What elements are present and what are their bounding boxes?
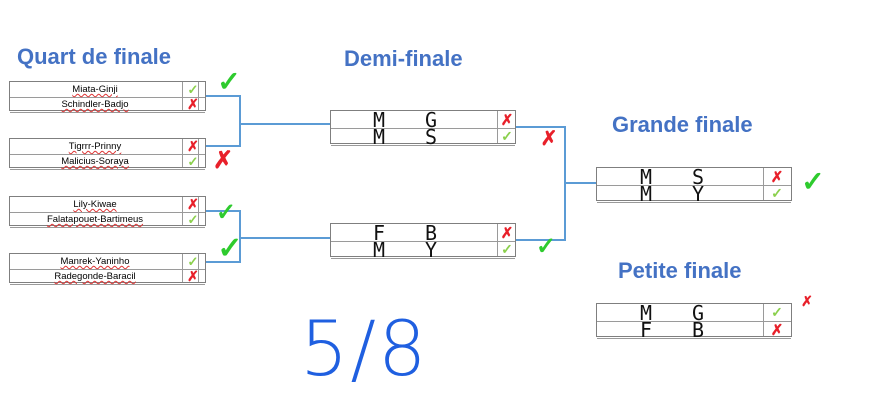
quarterfinal-heading: Quart de finale	[17, 44, 172, 69]
correct-check-icon: ✓	[535, 232, 557, 260]
team-initials: F B	[372, 220, 452, 245]
match-slot: M S	[331, 124, 515, 149]
match-slot: F B	[597, 317, 791, 342]
cross-mark-icon: ✗	[770, 168, 784, 186]
mark-column-inner	[198, 254, 207, 282]
cross-mark-icon: ✗	[187, 138, 199, 154]
wrong-cross-icon: ✗	[801, 292, 813, 309]
check-mark-icon: ✓	[187, 211, 199, 227]
correct-check-icon: ✓	[217, 231, 243, 265]
check-mark-icon: ✓	[501, 241, 513, 257]
team-name: Falatapouet-Bartimeus	[46, 214, 144, 225]
match-slot: F B	[331, 220, 515, 245]
match-slot: Manrek-Yaninho	[10, 254, 205, 270]
team-initials: M Y	[639, 181, 719, 206]
semifinal-match-2: F B M Y ✗ ✓	[330, 220, 516, 262]
team-name: Radegonde-Baracil	[54, 271, 136, 282]
match-slot: Malicius-Soraya	[10, 154, 205, 170]
semifinal-heading: Demi-finale	[344, 46, 463, 71]
match-slot: M G	[597, 300, 791, 325]
connector-qf-3-4	[206, 210, 330, 263]
mark-column	[763, 304, 782, 336]
team-name: Tigrrr-Prinny	[68, 141, 122, 152]
team-initials: M Y	[372, 237, 452, 262]
correct-check-icon: ✓	[215, 198, 237, 226]
third-place-match: M G F B ✓ ✗	[596, 300, 792, 342]
final-heading: Grande finale	[612, 112, 753, 137]
mark-column	[497, 224, 516, 256]
semifinal-match-1: M G M S ✗ ✓	[330, 107, 516, 149]
mark-column	[182, 254, 201, 282]
mark-column-inner	[198, 139, 207, 167]
correct-check-icon: ✓	[801, 165, 825, 197]
check-mark-icon: ✓	[771, 304, 783, 320]
match-slot: M G	[331, 107, 515, 132]
score-annotation: 5/8	[300, 304, 429, 393]
mark-column-inner	[198, 197, 207, 225]
mark-column	[182, 197, 201, 225]
match-slot: M S	[597, 164, 791, 189]
check-mark-icon: ✓	[501, 128, 513, 144]
team-initials: M G	[639, 300, 719, 325]
check-mark-icon: ✓	[771, 185, 783, 201]
team-name: Miata-Ginji	[72, 84, 118, 95]
cross-mark-icon: ✗	[500, 224, 514, 242]
match-slot: Miata-Ginji	[10, 82, 205, 98]
team-name: Malicius-Soraya	[61, 156, 129, 167]
third-place-heading: Petite finale	[618, 258, 742, 283]
correct-check-icon: ✓	[217, 65, 241, 97]
team-initials: F B	[639, 317, 719, 342]
connector-qf-1-2	[206, 95, 330, 147]
team-name: Manrek-Yaninho	[60, 256, 130, 267]
wrong-cross-icon: ✗	[540, 127, 558, 150]
match-slot: Tigrrr-Prinny	[10, 139, 205, 155]
cross-mark-icon: ✗	[187, 196, 199, 212]
mark-column	[497, 111, 516, 143]
check-mark-icon: ✓	[187, 153, 199, 169]
quarterfinal-match-1: Miata-Ginji Schindler-Badjo ✓ ✗	[9, 81, 207, 113]
wrong-cross-icon: ✗	[212, 146, 234, 174]
quarterfinal-match-4: Manrek-Yaninho Radegonde-Baracil ✓ ✗	[9, 253, 207, 285]
match-slot: Falatapouet-Bartimeus	[10, 212, 205, 228]
mark-column	[182, 82, 201, 110]
check-mark-icon: ✓	[187, 253, 199, 269]
mark-column	[763, 168, 782, 200]
cross-mark-icon: ✗	[770, 321, 784, 339]
team-initials: M G	[372, 107, 452, 132]
cross-mark-icon: ✗	[187, 268, 199, 284]
quarterfinal-match-3: Lily-Kiwae Falatapouet-Bartimeus ✗ ✓	[9, 196, 207, 228]
team-initials: M S	[639, 164, 719, 189]
match-slot: Lily-Kiwae	[10, 197, 205, 213]
team-name: Schindler-Badjo	[61, 99, 129, 110]
mark-column	[182, 139, 201, 167]
match-slot: M Y	[597, 181, 791, 206]
final-match: M S M Y ✗ ✓	[596, 164, 792, 206]
quarterfinal-match-2: Tigrrr-Prinny Malicius-Soraya ✗ ✓	[9, 138, 207, 170]
team-initials: M S	[372, 124, 452, 149]
match-slot: Radegonde-Baracil	[10, 269, 205, 285]
check-mark-icon: ✓	[187, 81, 199, 97]
cross-mark-icon: ✗	[500, 111, 514, 129]
mark-column-inner	[198, 82, 207, 110]
connector-sf	[516, 126, 596, 241]
cross-mark-icon: ✗	[187, 96, 199, 112]
team-name: Lily-Kiwae	[73, 199, 117, 210]
match-slot: M Y	[331, 237, 515, 262]
match-slot: Schindler-Badjo	[10, 97, 205, 113]
